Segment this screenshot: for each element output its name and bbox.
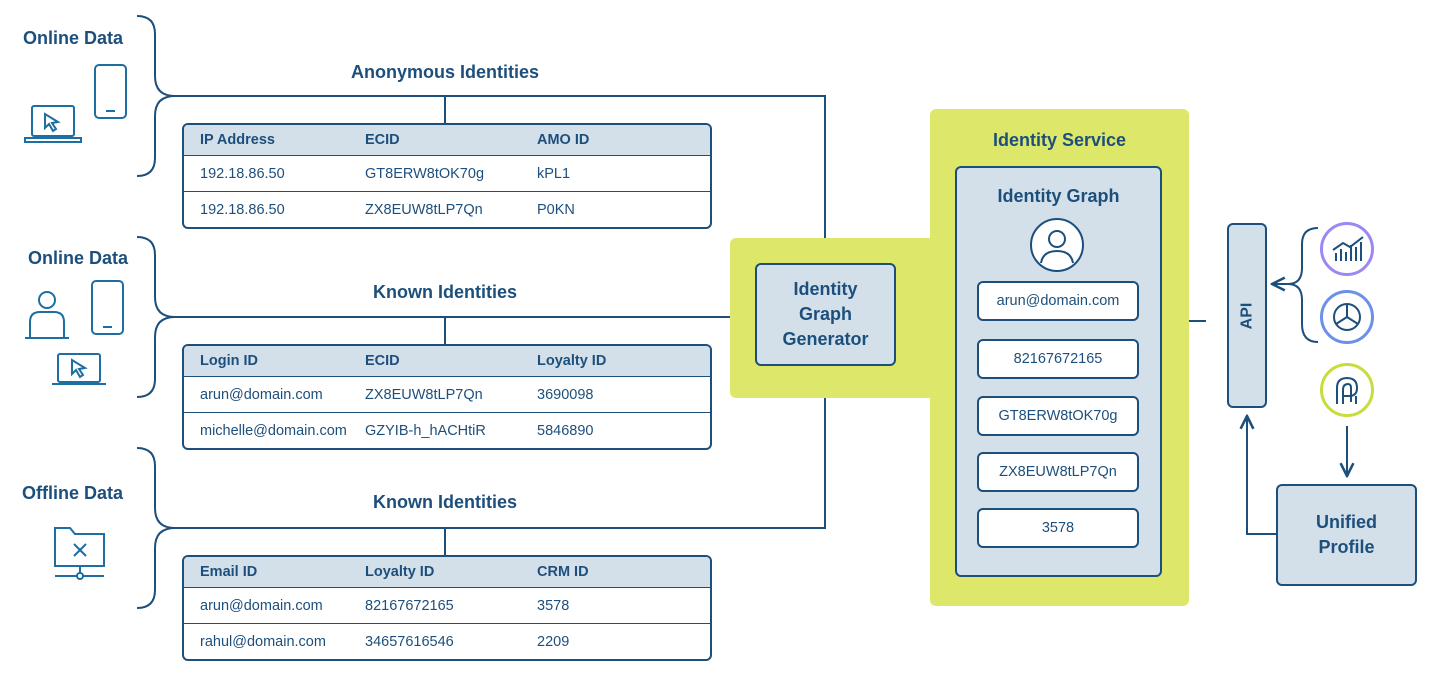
table-cell: P0KN <box>537 201 575 218</box>
source-label-online-1: Online Data <box>23 28 124 48</box>
table-cell: GZYIB-h_hACHtiR <box>365 422 486 439</box>
identity-graph-generator: Identity Graph Generator <box>755 263 896 366</box>
table-row: michelle@domain.com GZYIB-h_hACHtiR 5846… <box>184 412 710 448</box>
column-header: IP Address <box>200 132 275 148</box>
column-header: AMO ID <box>537 132 590 148</box>
column-header: ECID <box>365 353 400 369</box>
generator-line-3: Generator <box>782 329 869 349</box>
table-row: 192.18.86.50 GT8ERW8tOK70g kPL1 <box>184 155 710 191</box>
table-cell: rahul@domain.com <box>200 633 326 650</box>
folder-icon <box>54 527 105 580</box>
table-cell: 2209 <box>537 633 570 650</box>
known-identities-offline-table: Email ID Loyalty ID CRM ID arun@domain.c… <box>182 555 712 661</box>
table-row: arun@domain.com ZX8EUW8tLP7Qn 3690098 <box>184 376 710 412</box>
generator-line-2: Graph <box>798 304 852 324</box>
column-header: ECID <box>365 132 400 148</box>
table-header: Login ID ECID Loyalty ID <box>184 346 710 376</box>
source-label-online-2: Online Data <box>28 248 129 268</box>
identity-service-title: Identity Service <box>992 130 1127 150</box>
table-header: IP Address ECID AMO ID <box>184 125 710 155</box>
column-header: Loyalty ID <box>365 564 435 580</box>
group-title-known-offline: Known Identities <box>373 492 517 512</box>
table-cell: 192.18.86.50 <box>200 201 285 218</box>
known-identities-online-table: Login ID ECID Loyalty ID arun@domain.com… <box>182 344 712 450</box>
table-cell: kPL1 <box>537 165 571 182</box>
anonymous-identities-table: IP Address ECID AMO ID 192.18.86.50 GT8E… <box>182 123 712 229</box>
generator-line-1: Identity <box>793 279 858 299</box>
group-title-anonymous: Anonymous Identities <box>350 62 539 82</box>
table-cell: 3690098 <box>537 386 594 403</box>
group-title-known-online: Known Identities <box>373 282 517 302</box>
api-label: API <box>1237 302 1255 329</box>
analytics-icon <box>1320 222 1374 276</box>
column-header: Login ID <box>200 353 258 369</box>
table-cell: michelle@domain.com <box>200 422 347 439</box>
laptop-phone-icon <box>24 64 127 143</box>
table-cell: ZX8EUW8tLP7Qn <box>365 386 483 403</box>
pie-chart-icon <box>1320 290 1374 344</box>
unified-profile-line-1: Unified <box>1316 512 1377 532</box>
column-header: Loyalty ID <box>537 353 607 369</box>
table-row: arun@domain.com 82167672165 3578 <box>184 587 710 623</box>
user-avatar-icon <box>1030 218 1084 272</box>
identity-chip: GT8ERW8tOK70g <box>977 396 1139 436</box>
table-cell: 192.18.86.50 <box>200 165 285 182</box>
table-row: rahul@domain.com 34657616546 2209 <box>184 623 710 659</box>
table-cell: 82167672165 <box>365 597 454 614</box>
table-row: 192.18.86.50 ZX8EUW8tLP7Qn P0KN <box>184 191 710 227</box>
table-cell: 5846890 <box>537 422 594 439</box>
person-devices-icon <box>25 280 124 385</box>
table-cell: 34657616546 <box>365 633 454 650</box>
table-cell: arun@domain.com <box>200 386 323 403</box>
identity-graph-title: Identity Graph <box>997 186 1120 206</box>
table-cell: GT8ERW8tOK70g <box>365 165 485 182</box>
unified-profile: Unified Profile <box>1276 484 1417 586</box>
identity-chip: 82167672165 <box>977 339 1139 379</box>
table-header: Email ID Loyalty ID CRM ID <box>184 557 710 587</box>
table-cell: arun@domain.com <box>200 597 323 614</box>
identity-chip: ZX8EUW8tLP7Qn <box>977 452 1139 492</box>
identity-chip: 3578 <box>977 508 1139 548</box>
api-box: API <box>1227 223 1267 408</box>
table-cell: 3578 <box>537 597 570 614</box>
table-cell: ZX8EUW8tLP7Qn <box>365 201 483 218</box>
column-header: Email ID <box>200 564 258 580</box>
column-header: CRM ID <box>537 564 589 580</box>
unified-profile-line-2: Profile <box>1318 537 1375 557</box>
source-label-offline: Offline Data <box>22 483 124 503</box>
journey-icon <box>1320 363 1374 417</box>
identity-chip: arun@domain.com <box>977 281 1139 321</box>
